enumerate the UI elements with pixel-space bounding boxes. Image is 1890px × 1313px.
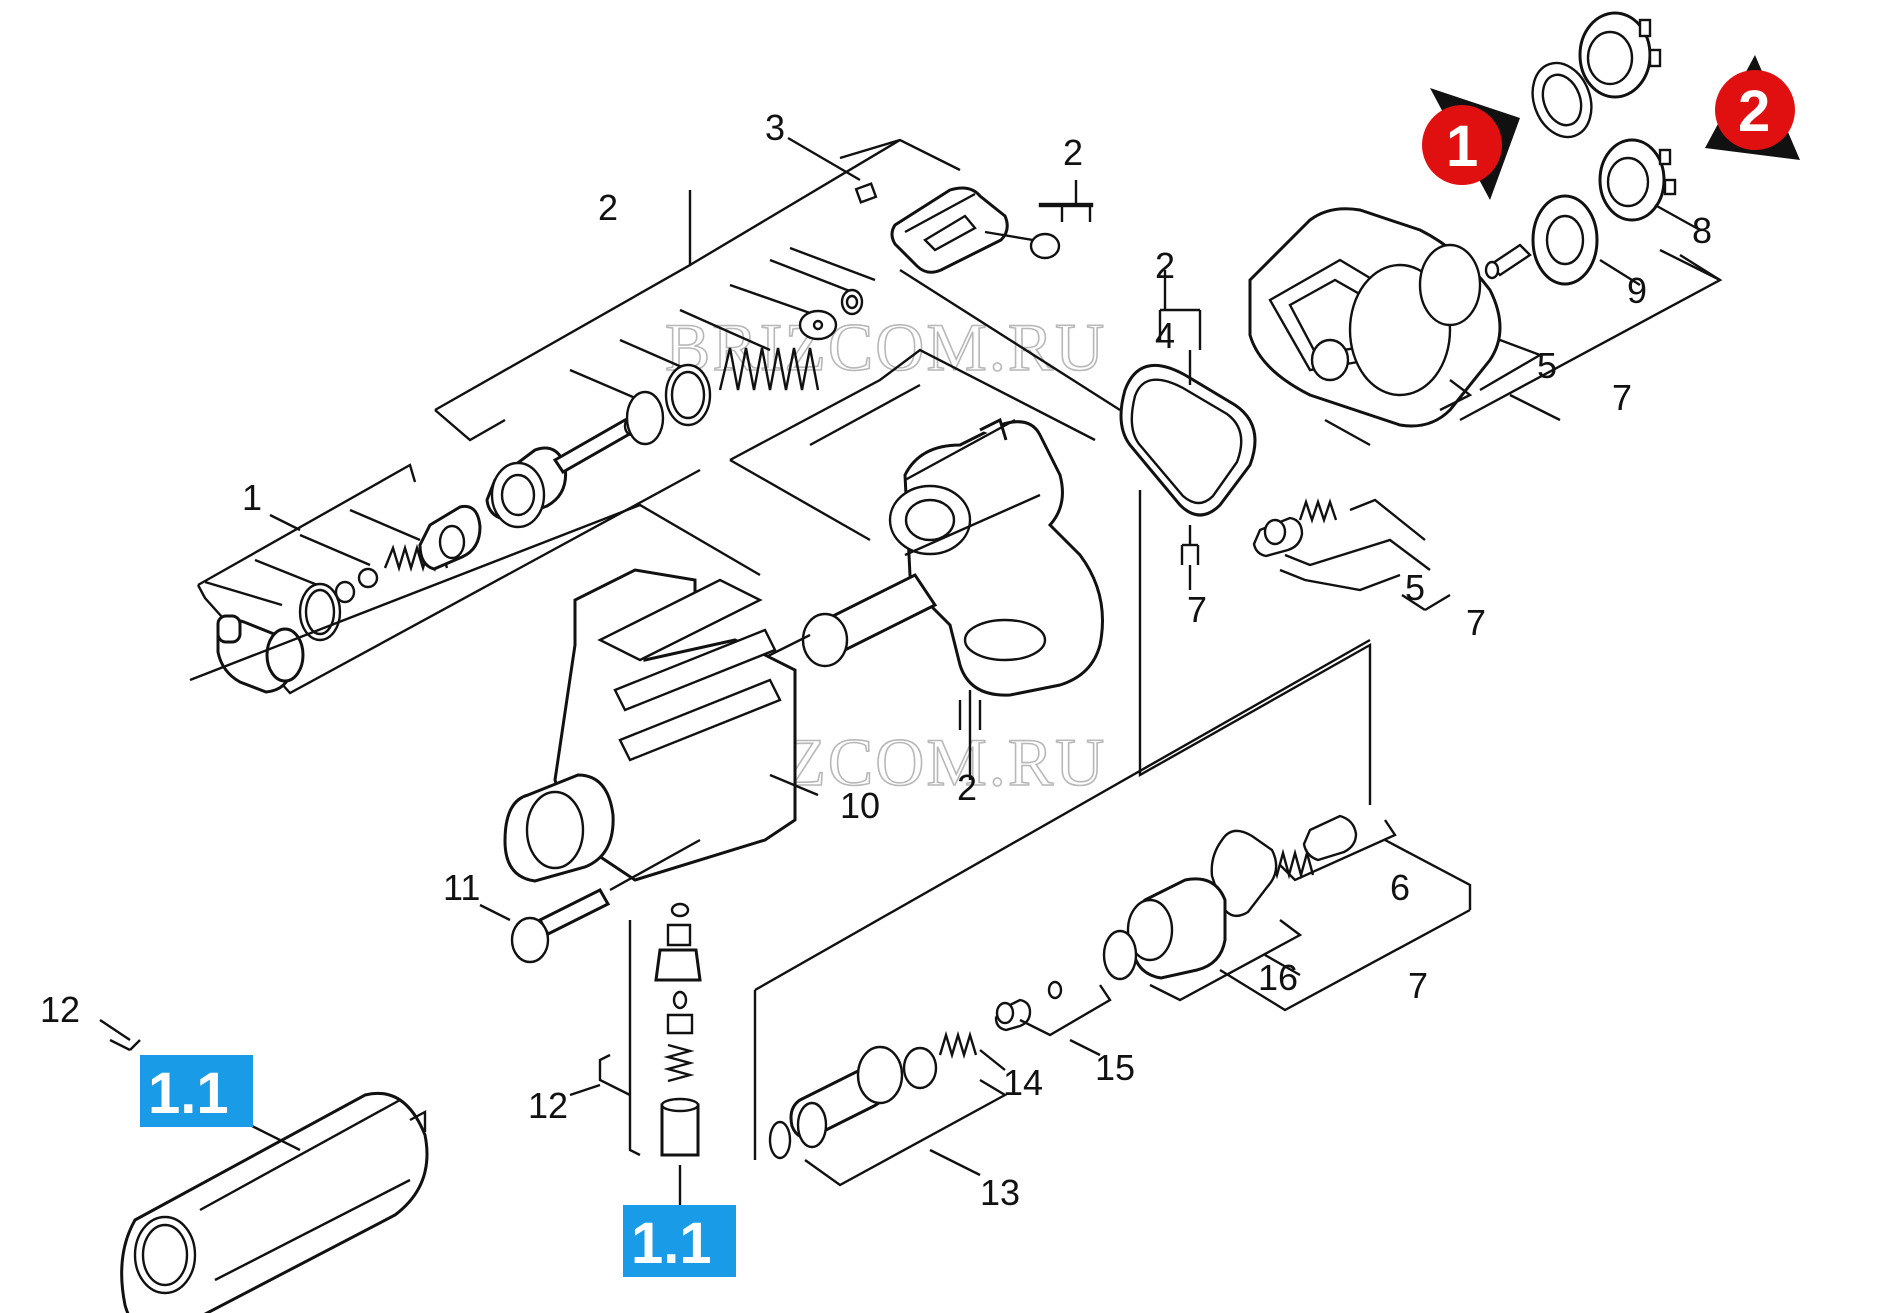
marker-2-text: 2 — [1738, 79, 1770, 144]
badge-1-1-center[interactable]: 1.1 — [623, 1205, 736, 1277]
large-spring — [718, 347, 820, 391]
badge-1-1-left[interactable]: 1.1 — [140, 1055, 253, 1127]
lower-valve-assembly — [753, 638, 1472, 1187]
label-11: 11 — [443, 867, 480, 908]
screw-head — [1029, 232, 1061, 260]
piston-rod — [552, 418, 636, 474]
part-number-labels: 1 2 3 2 2 4 5 7 8 9 7 5 7 2 10 11 12 12 … — [40, 107, 1712, 1213]
middle-housing — [729, 268, 1121, 780]
label-12-center: 12 — [528, 1085, 568, 1126]
pump-head-part-5 — [1248, 207, 1723, 447]
label-2-bracket: 2 — [1063, 132, 1083, 173]
badge-1-1-left-text: 1.1 — [148, 1061, 229, 1126]
small-valve-part-5-7 — [1252, 498, 1451, 612]
label-3: 3 — [765, 107, 785, 148]
main-body-part-10 — [189, 383, 1016, 883]
marker-2[interactable]: 2 — [1705, 55, 1800, 160]
label-7-upper: 7 — [1612, 377, 1632, 418]
label-5-lower: 5 — [1405, 567, 1425, 608]
label-14: 14 — [1003, 1062, 1043, 1103]
label-15: 15 — [1095, 1047, 1135, 1088]
group-1-valve-assembly — [196, 463, 701, 695]
label-10: 10 — [840, 785, 880, 826]
o-ring-2 — [625, 390, 665, 446]
label-7-seal: 7 — [1187, 589, 1207, 630]
label-2-lower: 2 — [957, 767, 977, 808]
label-1: 1 — [242, 477, 262, 518]
label-2-seal: 2 — [1155, 245, 1175, 286]
badge-1-1-center-text: 1.1 — [631, 1211, 712, 1276]
extension-pipe — [99, 1019, 429, 1313]
bolt-part-11 — [479, 838, 701, 964]
label-2-upper-left: 2 — [598, 187, 618, 228]
label-6: 6 — [1390, 867, 1410, 908]
pump-head — [903, 420, 1104, 697]
pressure-switch-parts-12 — [569, 902, 702, 1205]
label-7-lower: 7 — [1408, 965, 1428, 1006]
label-4: 4 — [1155, 315, 1175, 356]
seal-ring-part-4 — [1119, 270, 1372, 805]
label-13: 13 — [980, 1172, 1020, 1213]
label-9: 9 — [1627, 270, 1647, 311]
watermark-top: BRIZCOM.RU — [665, 309, 1106, 385]
marker-1[interactable]: 1 — [1422, 88, 1520, 200]
valve-parts-8-9 — [1484, 11, 1721, 287]
label-12-left: 12 — [40, 989, 80, 1030]
label-16: 16 — [1258, 957, 1298, 998]
label-7-valve: 7 — [1466, 602, 1486, 643]
bracket-part-3 — [787, 136, 1094, 274]
label-8: 8 — [1692, 210, 1712, 251]
marker-1-text: 1 — [1446, 114, 1478, 179]
ball — [357, 567, 379, 589]
group-2-piston-assembly — [434, 138, 901, 529]
label-5-upper: 5 — [1537, 345, 1557, 386]
